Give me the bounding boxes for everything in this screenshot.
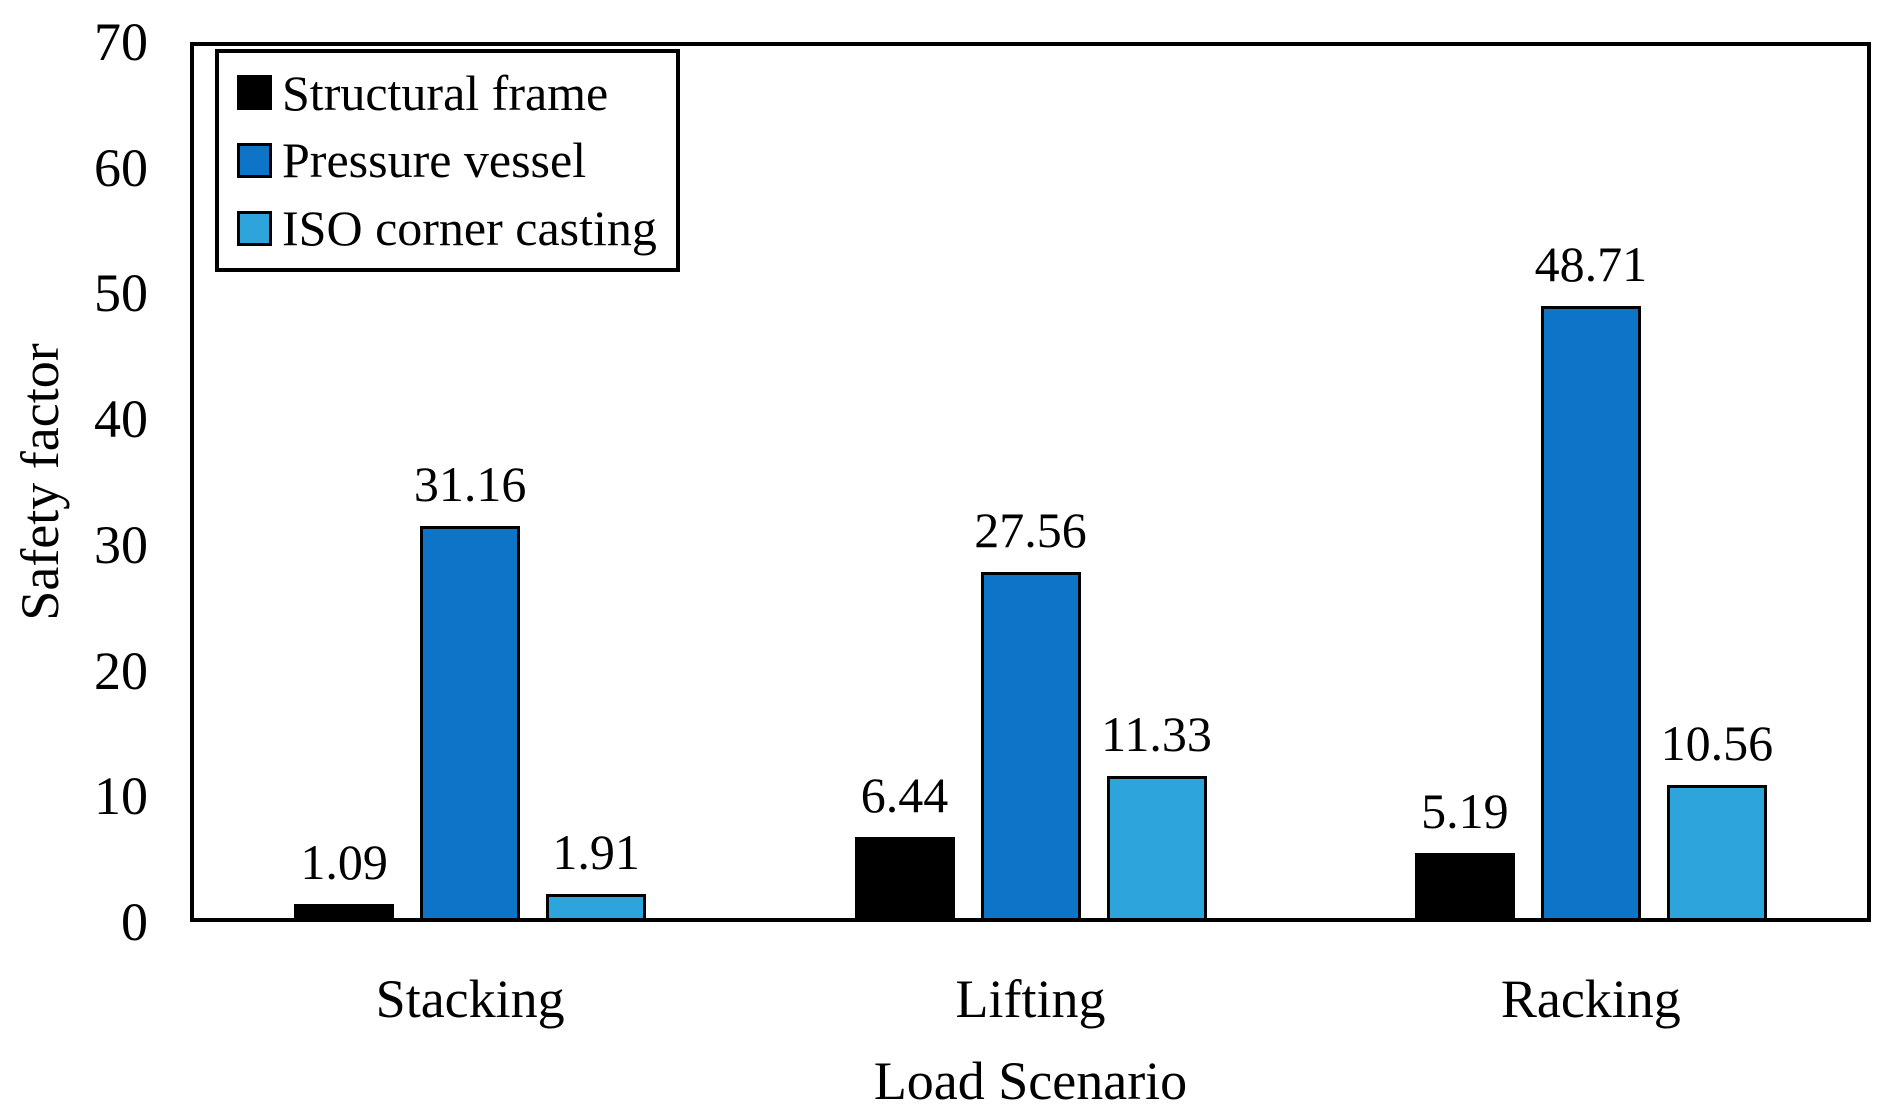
bar-value-label-iso-corner-casting-stacking: 1.91 xyxy=(552,824,640,880)
y-tick-label-60: 60 xyxy=(94,137,148,198)
bar-pressure-vessel-lifting xyxy=(980,572,1081,918)
x-category-label-lifting: Lifting xyxy=(955,969,1106,1029)
bar-structural-frame-racking xyxy=(1414,853,1515,918)
bar-iso-corner-casting-lifting xyxy=(1106,776,1207,918)
legend-item-pressure-vessel: Pressure vessel xyxy=(237,132,666,188)
bar-value-label-structural-frame-lifting: 6.44 xyxy=(860,767,949,823)
bar-pressure-vessel-racking xyxy=(1540,306,1641,918)
y-tick-label-40: 40 xyxy=(94,389,148,450)
legend-swatch-icon xyxy=(237,142,272,178)
legend-item-label: Pressure vessel xyxy=(282,132,587,189)
y-axis-title: Safety factor xyxy=(10,343,70,621)
y-tick-label-20: 20 xyxy=(94,640,148,701)
y-tick-label-30: 30 xyxy=(94,514,148,575)
bar-structural-frame-stacking xyxy=(294,904,395,918)
legend-swatch-icon xyxy=(237,75,272,111)
legend-item-label: ISO corner casting xyxy=(282,200,657,257)
legend-item-label: Structural frame xyxy=(282,64,609,121)
bar-value-label-structural-frame-stacking: 1.09 xyxy=(300,834,388,890)
bar-value-label-iso-corner-casting-racking: 10.56 xyxy=(1660,715,1774,771)
bar-value-label-pressure-vessel-lifting: 27.56 xyxy=(974,502,1087,558)
legend-item-structural-frame: Structural frame xyxy=(237,65,666,121)
legend-swatch-icon xyxy=(237,210,272,246)
y-tick-label-0: 0 xyxy=(121,892,148,952)
x-axis-title: Load Scenario xyxy=(873,1051,1188,1111)
y-tick-label-70: 70 xyxy=(94,12,148,72)
bar-value-label-iso-corner-casting-lifting: 11.33 xyxy=(1101,706,1212,762)
bar-value-label-pressure-vessel-stacking: 31.16 xyxy=(413,456,527,512)
bar-iso-corner-casting-racking xyxy=(1666,785,1767,918)
bar-value-label-pressure-vessel-racking: 48.71 xyxy=(1534,236,1648,292)
x-category-label-stacking: Stacking xyxy=(375,969,565,1029)
bar-structural-frame-lifting xyxy=(854,837,955,918)
x-category-label-racking: Racking xyxy=(1500,969,1681,1029)
bar-value-label-structural-frame-racking: 5.19 xyxy=(1421,783,1509,839)
bar-iso-corner-casting-stacking xyxy=(546,894,647,918)
bar-pressure-vessel-stacking xyxy=(420,526,521,918)
legend-item-iso-corner-casting: ISO corner casting xyxy=(237,200,666,256)
y-tick-label-50: 50 xyxy=(94,263,148,324)
y-tick-label-10: 10 xyxy=(94,766,148,827)
